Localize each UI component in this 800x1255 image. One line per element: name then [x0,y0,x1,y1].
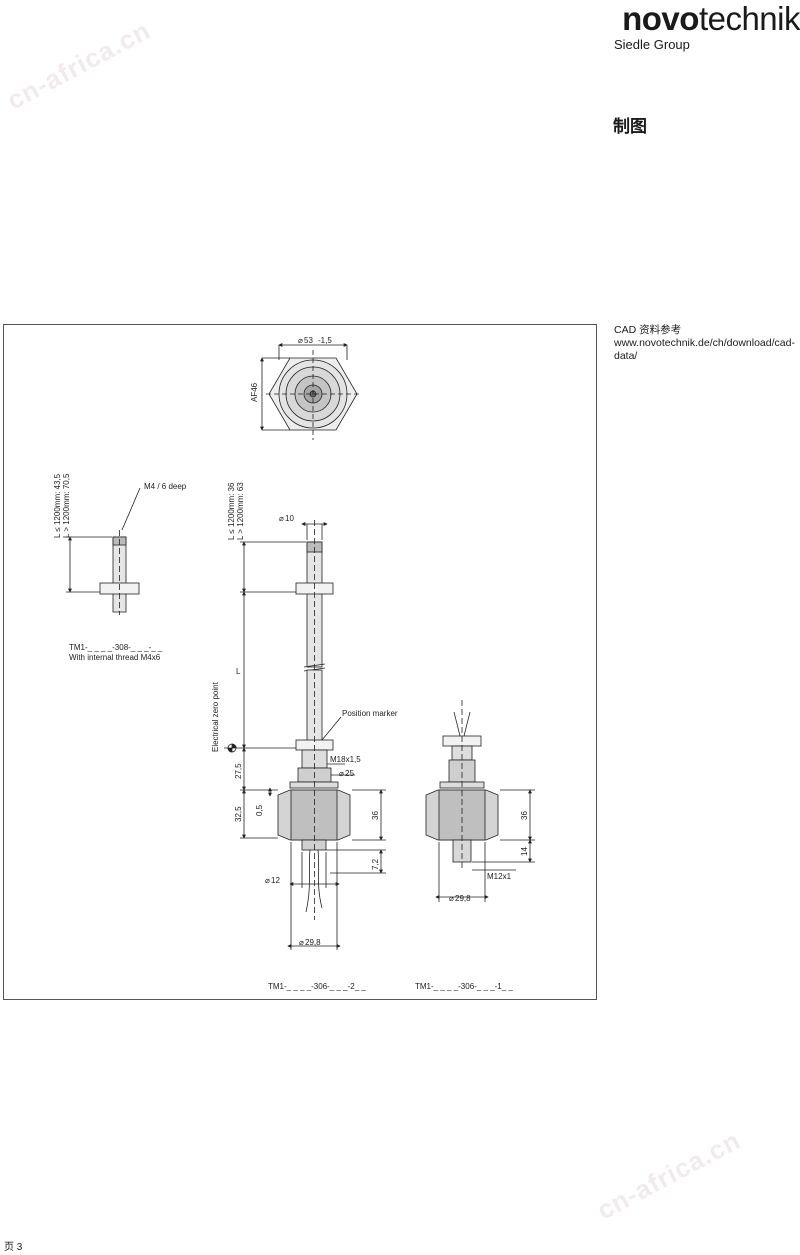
dim-rod-diameter: 10 [285,514,294,523]
thread-center: M18x1,5 [330,755,361,764]
dim-center-d29-8: 29,8 [305,938,321,947]
page-number: 页 3 [4,1242,23,1253]
left-detail-view [66,487,141,615]
dim-top-diameter: 53 [304,336,313,345]
model-center: TM1-_ _ _ _-306-_ _ _-2_ _ [268,982,366,991]
section-title: 制图 [613,117,647,136]
dim-center-d29-8-symbol: ⌀ [299,938,304,947]
top-view-hexagon [260,343,360,440]
thread-right: M12x1 [487,872,512,881]
dim-center-length-le: L ≤ 1200mm: 36 [227,482,236,540]
dim-d12-symbol: ⌀ [265,876,270,885]
thread-note: M4 / 6 deep [144,482,187,491]
dim-right-d29-8-symbol: ⌀ [449,894,454,903]
dim-center-36: 36 [371,811,380,820]
zero-point-label: Electrical zero point [211,681,220,752]
dim-top-af: AF46 [250,382,259,402]
dim-left-length-le: L ≤ 1200mm: 43,5 [53,473,62,538]
dim-7-2: 7,2 [371,858,380,870]
technical-drawing-frame [3,324,597,1000]
model-left-desc: With internal thread M4x6 [69,653,161,662]
dim-27-5: 27,5 [234,763,243,779]
dim-d25: 25 [345,769,354,778]
logo-light-text: technik [698,0,800,37]
dim-0-5: 0,5 [255,804,264,816]
drawing-labels: ⌀ 53 -1,5 AF46 L ≤ 1200mm: 43,5 L > 1200… [53,336,529,991]
model-left: TM1-_ _ _ _-308-_ _ _-_ _ [69,643,163,652]
cad-note: CAD 资料参考 www.novotechnik.de/ch/download/… [614,324,795,362]
dim-right-36: 36 [520,811,529,820]
dim-rod-diameter-symbol: ⌀ [279,514,284,523]
model-right: TM1-_ _ _ _-306-_ _ _-1_ _ [415,982,513,991]
dim-left-length-gt: L > 1200mm: 70,5 [62,473,71,538]
right-sensor-view [425,700,535,902]
dim-d25-symbol: ⌀ [339,769,344,778]
zero-point-marker-icon [227,743,237,753]
dim-32-5: 32,5 [234,806,243,822]
dim-right-d29-8: 29,8 [455,894,471,903]
novotechnik-logo: novotechnik Siedle Group [600,0,800,53]
position-marker-label: Position marker [342,709,398,718]
dim-right-14: 14 [520,847,529,856]
dim-length-symbol: L [236,667,241,676]
logo-bold-text: novo [622,0,699,37]
dim-top-diameter-symbol: ⌀ [298,336,303,345]
dim-top-tolerance: -1,5 [318,336,332,345]
dim-center-length-gt: L > 1200mm: 63 [236,482,245,540]
center-sensor-view [224,520,386,950]
dim-d12: 12 [271,876,280,885]
logo-subtitle: Siedle Group [614,37,690,52]
